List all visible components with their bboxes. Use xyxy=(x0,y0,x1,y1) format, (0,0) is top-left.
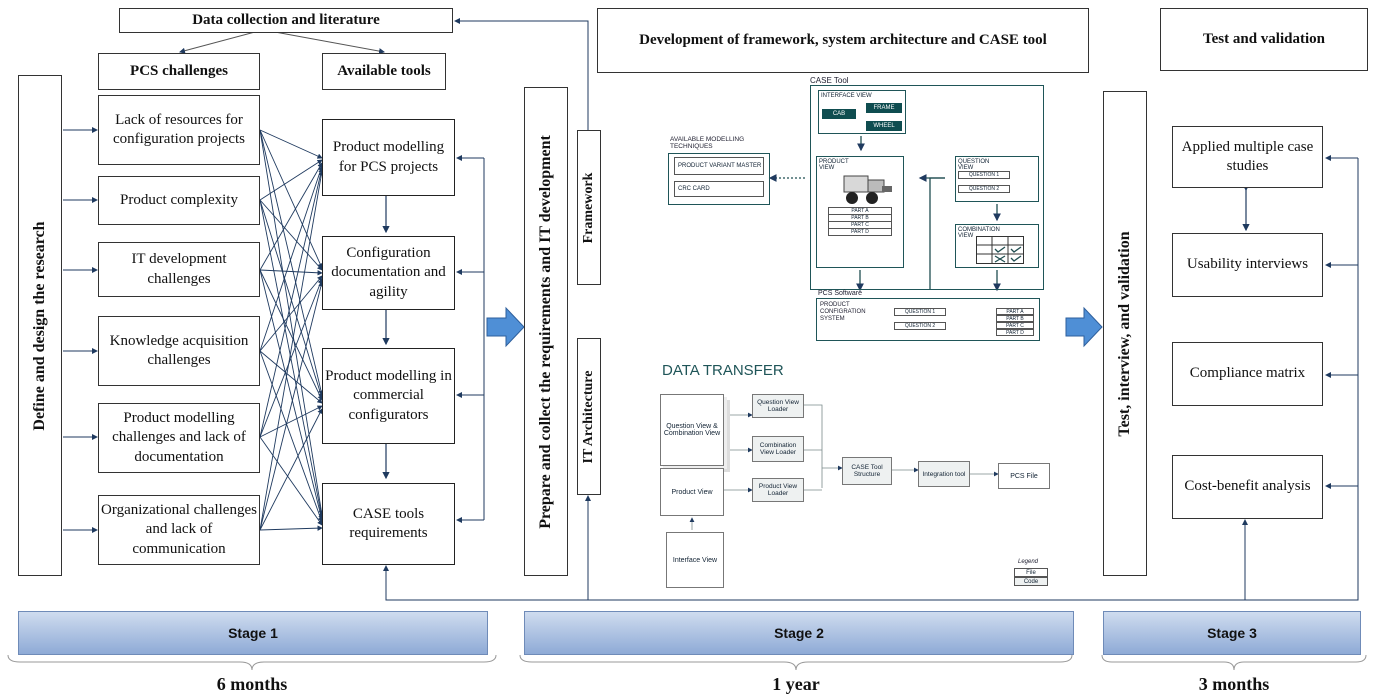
challenge-product-modelling: Product modelling challenges and lack of… xyxy=(98,403,260,473)
challenge-complexity: Product complexity xyxy=(98,176,260,225)
tool-case-requirements: CASE tools requirements xyxy=(322,483,455,565)
challenge-it-development: IT development challenges xyxy=(98,242,260,297)
duration-stage-1: 6 months xyxy=(216,674,288,694)
part-d: PART D xyxy=(828,228,892,236)
case-tool-frame xyxy=(810,85,1044,290)
test-interview-column: Test, interview, and validation xyxy=(1103,91,1147,576)
duration-stage-3: 3 months xyxy=(1198,674,1270,694)
pcs-part-c: PART C xyxy=(996,322,1034,329)
available-modelling-label: AVAILABLE MODELLING TECHNIQUES xyxy=(670,136,745,151)
frame-tag: FRAME xyxy=(866,103,902,113)
pcs-software-label: PCS Software xyxy=(818,290,862,297)
validation-cost-benefit: Cost-benefit analysis xyxy=(1172,455,1323,519)
test-interview-label: Test, interview, and validation xyxy=(1116,230,1133,437)
stage-3-bar: Stage 3 xyxy=(1103,611,1361,655)
it-architecture-label: IT Architecture xyxy=(581,370,596,463)
block-arrow-1 xyxy=(486,306,525,348)
question-view-label: QUESTION VIEW xyxy=(958,159,990,171)
product-view-label: PRODUCT VIEW xyxy=(819,159,849,171)
pcs-part-b: PART B xyxy=(996,315,1034,322)
framework-label: Framework xyxy=(581,172,596,243)
legend-file: File xyxy=(1014,568,1048,577)
pcs-file: PCS File xyxy=(998,463,1050,489)
pcs-part-d: PART D xyxy=(996,329,1034,336)
combination-grid-icon xyxy=(976,236,1024,264)
stage-2-bar: Stage 2 xyxy=(524,611,1074,655)
define-research-column: Define and design the research xyxy=(18,75,62,576)
product-view-loader: Product View Loader xyxy=(752,478,804,502)
validation-case-studies: Applied multiple case studies xyxy=(1172,126,1323,188)
pcs-question-1: QUESTION 1 xyxy=(894,308,946,316)
prepare-collect-label: Prepare and collect the requirements and… xyxy=(537,134,554,529)
dev-framework-header: Development of framework, system archite… xyxy=(597,8,1089,73)
interface-view-file: Interface View xyxy=(666,532,724,588)
question-combination-view-file: Question View & Combination View xyxy=(660,394,724,466)
product-view-file: Product View xyxy=(660,468,724,516)
available-tools-header: Available tools xyxy=(322,53,446,90)
combination-view-label: COMBINATION VIEW xyxy=(958,227,1000,239)
product-variant-master: PRODUCT VARIANT MASTER xyxy=(674,157,764,175)
prepare-collect-column: Prepare and collect the requirements and… xyxy=(524,87,568,576)
challenge-organizational: Organizational challenges and lack of co… xyxy=(98,495,260,565)
question-1: QUESTION 1 xyxy=(958,171,1010,179)
combination-view-loader: Combination View Loader xyxy=(752,436,804,462)
challenge-knowledge: Knowledge acquisition challenges xyxy=(98,316,260,386)
wheel-tag: WHEEL xyxy=(866,121,902,131)
validation-compliance: Compliance matrix xyxy=(1172,342,1323,406)
case-tool-title: CASE Tool xyxy=(810,76,849,85)
stage-1-bar: Stage 1 xyxy=(18,611,488,655)
data-transfer-title: DATA TRANSFER xyxy=(662,362,784,379)
question-2: QUESTION 2 xyxy=(958,185,1010,193)
question-view-box: QUESTION VIEW xyxy=(955,156,1039,202)
tool-commercial-configurators: Product modelling in commercial configur… xyxy=(322,348,455,444)
case-tool-structure: CASE Tool Structure xyxy=(842,457,892,485)
interface-view-label: INTERFACE VIEW xyxy=(821,93,872,99)
pcs-software-frame xyxy=(816,298,1040,341)
define-research-label: Define and design the research xyxy=(31,220,48,431)
pcs-question-2: QUESTION 2 xyxy=(894,322,946,330)
pcs-part-a: PART A xyxy=(996,308,1034,315)
data-collection-box: Data collection and literature xyxy=(119,8,453,33)
crc-card: CRC CARD xyxy=(674,181,764,197)
tool-configuration-documentation: Configuration documentation and agility xyxy=(322,236,455,310)
it-architecture-column: IT Architecture xyxy=(577,338,601,495)
block-arrow-2 xyxy=(1065,306,1103,348)
tool-product-modelling-pcs: Product modelling for PCS projects xyxy=(322,119,455,196)
challenge-resources: Lack of resources for configuration proj… xyxy=(98,95,260,165)
modelling-techniques-frame xyxy=(668,153,770,205)
cab-tag: CAB xyxy=(822,109,856,119)
test-validation-header: Test and validation xyxy=(1160,8,1368,71)
pcs-challenges-header: PCS challenges xyxy=(98,53,260,90)
framework-column: Framework xyxy=(577,130,601,285)
validation-usability: Usability interviews xyxy=(1172,233,1323,297)
legend-code: Code xyxy=(1014,577,1048,586)
skid-steer-icon xyxy=(843,175,892,204)
question-view-loader: Question View Loader xyxy=(752,394,804,418)
legend-title: Legend xyxy=(1018,559,1039,565)
product-configuration-system-label: PRODUCT CONFIGRATION SYSTEM xyxy=(820,302,866,322)
integration-tool: Integration tool xyxy=(918,461,970,487)
duration-stage-2: 1 year xyxy=(772,674,820,694)
